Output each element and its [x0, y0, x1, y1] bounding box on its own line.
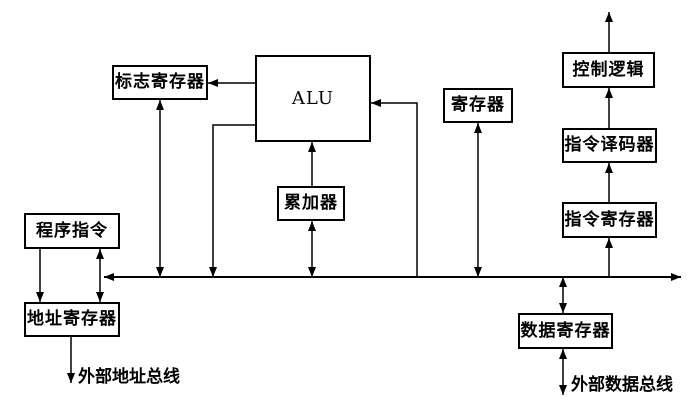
- external-data-bus-label: 外部数据总线: [571, 375, 673, 395]
- block-address-register: 地址寄存器: [24, 302, 120, 337]
- program-instruction-label: 程序指令: [36, 220, 108, 241]
- control-logic-label: 控制逻辑: [572, 59, 645, 80]
- block-data-register: 数据寄存器: [518, 313, 613, 349]
- block-accumulator: 累加器: [277, 186, 345, 221]
- block-flag-register: 标志寄存器: [112, 65, 208, 100]
- instruction-register-label: 指令寄存器: [564, 209, 655, 230]
- accumulator-label: 累加器: [284, 193, 338, 213]
- instruction-decoder-label: 指令译码器: [564, 135, 655, 155]
- address-register-label: 地址寄存器: [27, 309, 117, 329]
- connector-alu-output-to-bus: [209, 124, 255, 277]
- block-register: 寄存器: [443, 88, 513, 123]
- register-label: 寄存器: [451, 95, 505, 115]
- external-address-bus-label: 外部地址总线: [78, 367, 180, 387]
- connector-bus-to-alu-right: [371, 99, 418, 277]
- block-program-instruction: 程序指令: [24, 213, 120, 249]
- block-instruction-register: 指令寄存器: [562, 202, 657, 238]
- block-alu: ALU: [255, 55, 371, 142]
- flag-register-label: 标志寄存器: [115, 72, 205, 92]
- block-instruction-decoder: 指令译码器: [562, 128, 657, 163]
- block-control-logic: 控制逻辑: [562, 52, 655, 88]
- data-register-label: 数据寄存器: [520, 320, 611, 341]
- alu-label: ALU: [291, 87, 335, 109]
